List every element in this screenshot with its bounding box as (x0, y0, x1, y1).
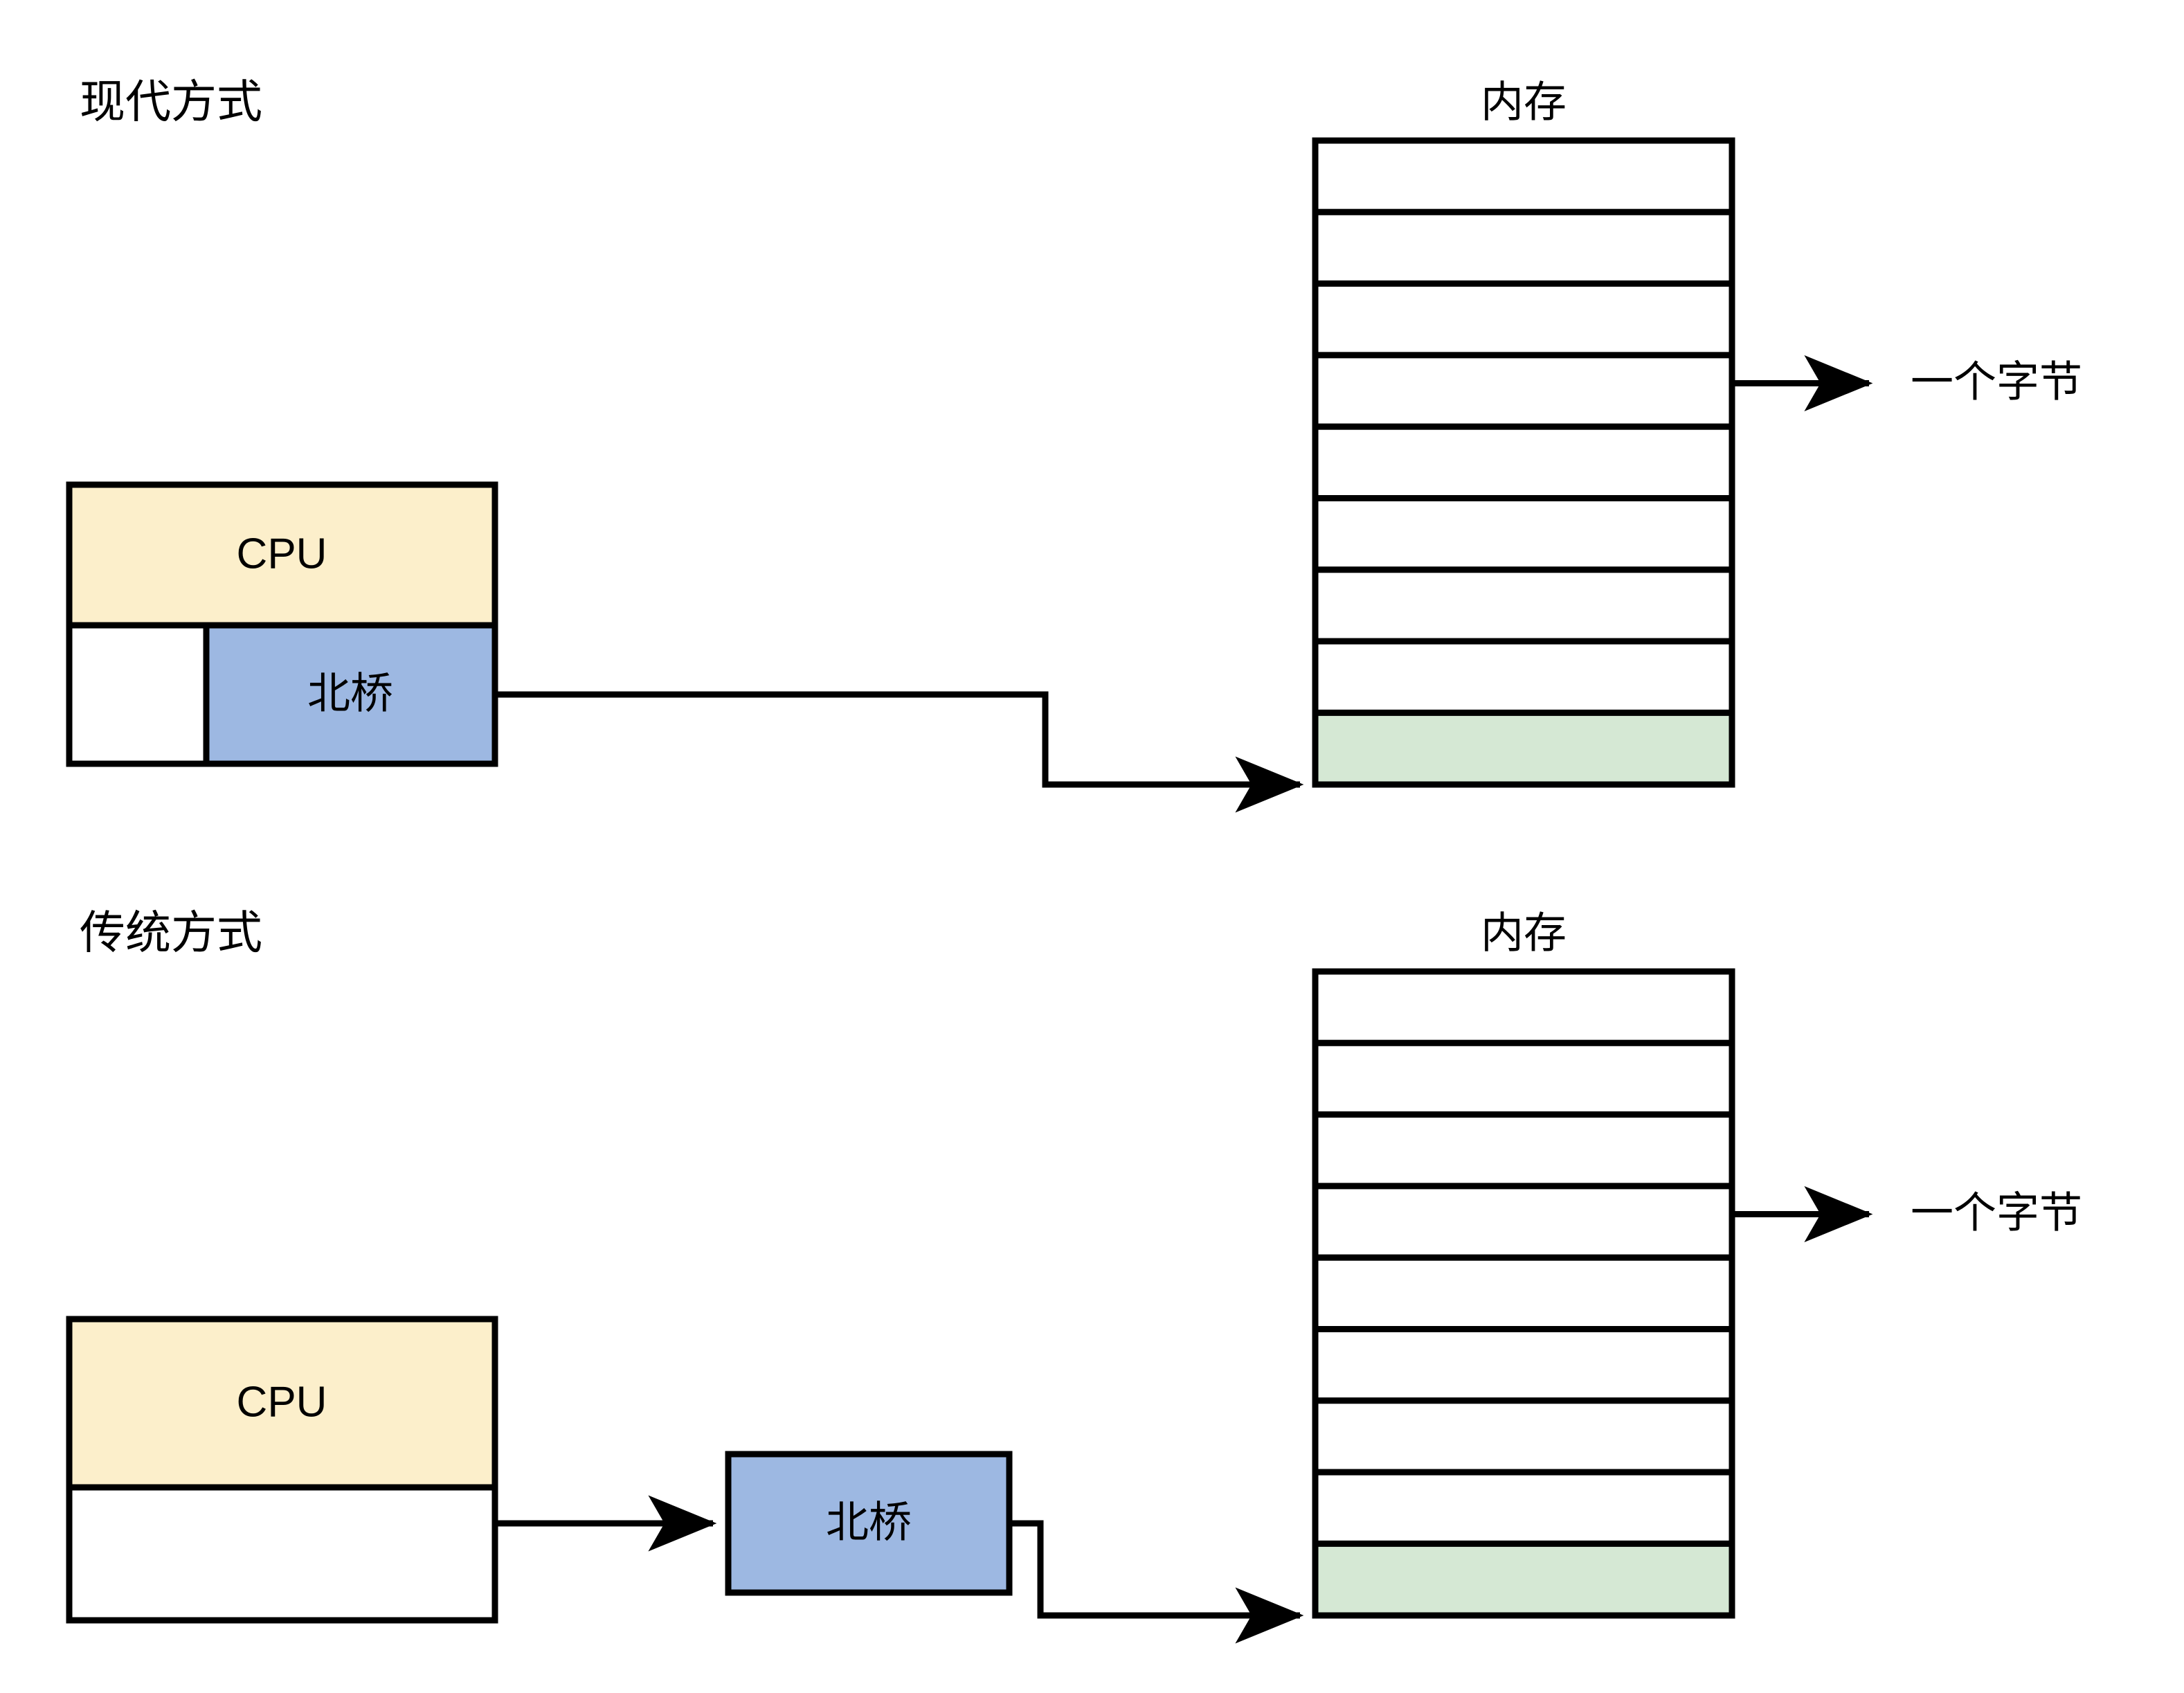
cpu-package-traditional: CPU (66, 1316, 498, 1624)
memory-cell (1312, 495, 1735, 573)
section-title-traditional: 传统方式 (80, 906, 262, 958)
northbridge-traditional: 北桥 (725, 1451, 1013, 1596)
byte-label-traditional: 一个字节 (1911, 1189, 2082, 1237)
cpu-box-traditional (66, 1316, 498, 1491)
section-traditional: 传统方式 内存 一个字节 (66, 906, 2082, 1644)
memory-cell (1312, 638, 1735, 716)
cpu-empty-slot-traditional (66, 1484, 498, 1624)
section-title-modern: 现代方式 (80, 75, 262, 127)
memory-cell (1312, 1111, 1735, 1190)
cpu-box-modern (66, 481, 498, 629)
cpu-package-modern: CPU 北桥 (66, 481, 498, 767)
byte-label-modern: 一个字节 (1911, 358, 2082, 406)
memory-stack-modern (1312, 137, 1735, 788)
byte-marker-modern: 一个字节 (1729, 312, 2082, 455)
memory-cell (1312, 352, 1735, 430)
memory-cell (1312, 137, 1735, 215)
section-modern: 现代方式 内存 一个字节 (66, 75, 2082, 813)
connector-northbridge-to-memory-traditional (1009, 1520, 1304, 1644)
cpu-label-traditional: CPU (237, 1378, 327, 1426)
memory-cell (1312, 1397, 1735, 1476)
memory-cell (1312, 1326, 1735, 1404)
connector-northbridge-to-memory-modern (495, 691, 1304, 813)
northbridge-label-traditional: 北桥 (826, 1498, 912, 1546)
memory-cell (1312, 566, 1735, 645)
memory-stack-traditional (1312, 968, 1735, 1619)
northbridge-box-traditional (725, 1451, 1013, 1596)
cpu-label-modern: CPU (237, 530, 327, 577)
cpu-empty-slot-modern (66, 622, 210, 767)
memory-cell (1312, 1183, 1735, 1261)
memory-cell (1312, 423, 1735, 502)
memory-cell-highlighted (1312, 1540, 1735, 1619)
memory-cell (1312, 1469, 1735, 1547)
memory-label-traditional: 内存 (1481, 909, 1567, 957)
memory-cell (1312, 280, 1735, 359)
memory-cell (1312, 208, 1735, 287)
memory-cell (1312, 968, 1735, 1046)
memory-label-modern: 内存 (1481, 78, 1567, 126)
memory-cell-highlighted (1312, 709, 1735, 788)
northbridge-label-modern: 北桥 (307, 670, 393, 717)
memory-cell (1312, 1254, 1735, 1332)
byte-marker-traditional: 一个字节 (1729, 1143, 2082, 1286)
memory-cell (1312, 1039, 1735, 1118)
